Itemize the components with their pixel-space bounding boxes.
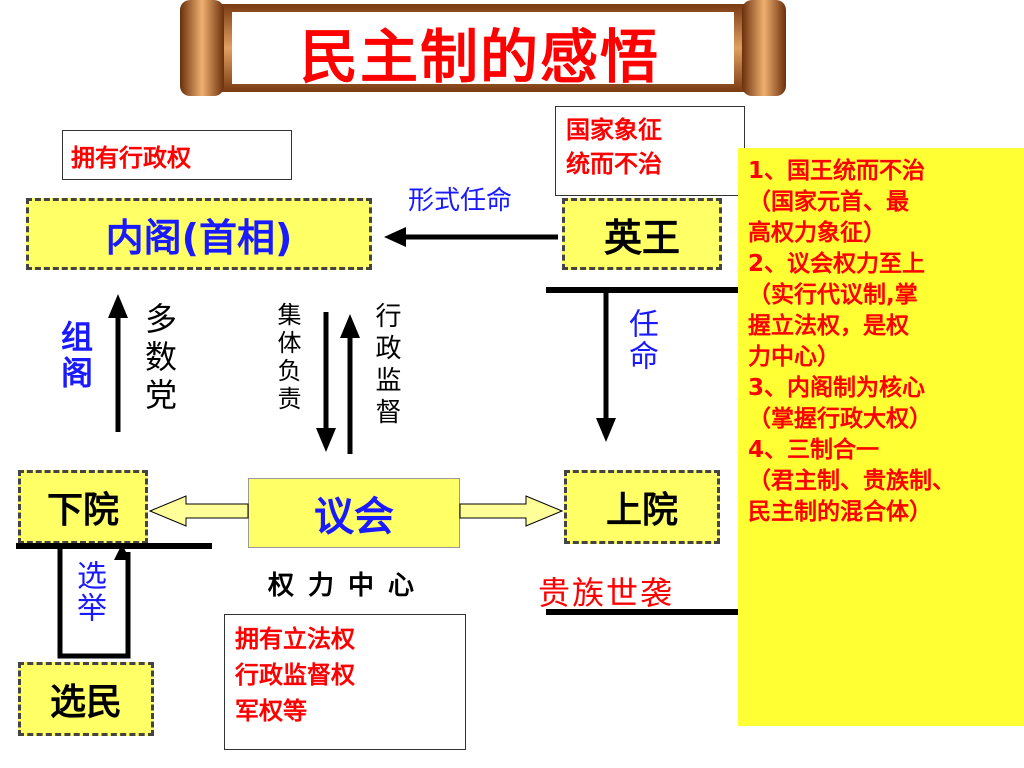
power-center-label: 权力中心 [268,571,429,601]
collective-arrowhead [316,428,336,452]
lower-house-node: 下院 [18,470,148,544]
lower-house-label: 下院 [46,490,119,531]
upper-house-node: 上院 [564,470,720,544]
powers-line: 军权等 [235,697,307,725]
symbol-line: 国家象征 [566,116,662,144]
to-upper-hollow-arrow [459,495,564,527]
majority-party-label: 多数党 [140,302,178,416]
summary-line: 高权力象征） [748,220,886,246]
upper-house-label: 上院 [605,490,678,531]
summary-line: （掌握行政大权） [748,406,932,432]
form-cabinet-label: 组阁 [56,320,94,392]
nobility-label: 贵族世袭 [538,574,675,612]
powers-line: 拥有立法权 [235,625,355,653]
cabinet-label: 内阁(首相) [105,215,293,260]
summary-line: 4、三制合一 [748,437,880,463]
summary-line: 握立法权，是权 [748,313,909,339]
voters-label: 选民 [49,682,122,723]
elect-label: 选举 [71,560,106,624]
form-appoint-label: 形式任命 [408,186,513,216]
elect-arrowhead [114,544,130,560]
collective-responsibility-label: 集体负责 [273,302,301,414]
parliament-label: 议会 [314,494,394,540]
summary-line: 1、国王统而不治 [748,158,926,184]
parliament-node: 议会 [248,478,460,548]
summary-line: 3、内阁制为核心 [748,375,926,401]
executive-power-box: 拥有行政权 [62,130,292,180]
parliament-powers-box: 拥有立法权 行政监督权 军权等 [224,614,466,750]
to-lower-hollow-arrow [148,495,249,527]
powers-line: 行政监督权 [235,661,355,689]
page-title: 民主制的感悟 [299,23,660,91]
form-appoint-arrowhead [384,227,406,247]
appoint-label: 任命 [623,308,658,372]
summary-line: （实行代议制,掌 [748,282,918,308]
national-symbol-box: 国家象征 统而不治 [555,106,745,196]
admin-supervision-label: 行政监督 [371,302,401,430]
king-label: 英王 [603,215,680,260]
cabinet-node: 内阁(首相) [26,198,372,270]
scroll-banner [180,0,786,96]
summary-line: 力中心） [748,344,840,370]
summary-line: （国家元首、最 [748,189,909,215]
voters-node: 选民 [18,662,154,736]
form-cabinet-arrowhead [108,294,128,318]
symbol-line: 统而不治 [566,150,662,178]
appoint-arrowhead [596,418,616,442]
summary-line: 民主制的混合体） [748,499,932,525]
summary-panel: 1、国王统而不治 （国家元首、最 高权力象征） 2、议会权力至上 （实行代议制,… [738,148,1024,726]
supervise-arrowhead [340,314,360,338]
summary-line: 2、议会权力至上 [748,251,926,277]
executive-power-text: 拥有行政权 [71,143,191,172]
king-node: 英王 [562,198,722,270]
summary-line: （君主制、贵族制、 [748,468,955,494]
